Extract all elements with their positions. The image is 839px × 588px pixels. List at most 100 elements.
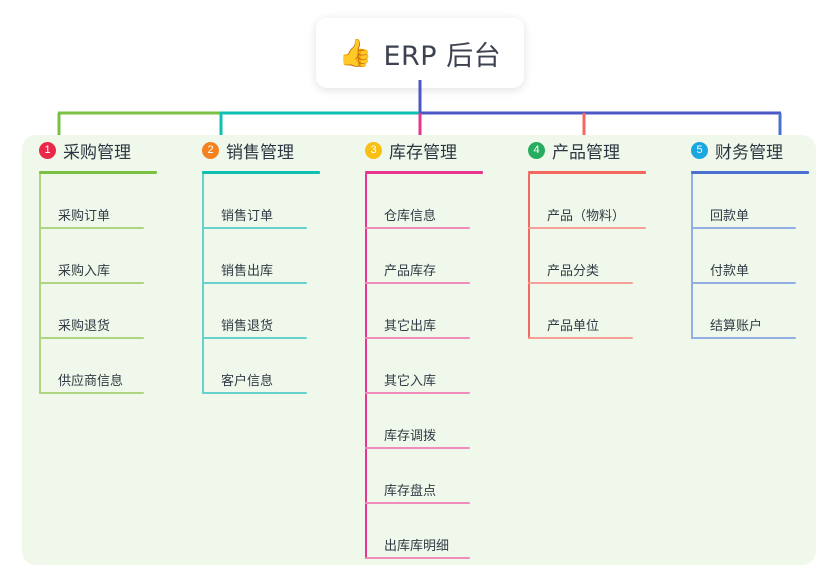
root-node[interactable]: 👍 ERP 后台 [316,18,524,88]
item-list-5: 回款单 付款单 结算账户 [691,174,837,339]
category-label-3: 库存管理 [389,142,457,163]
item-rule [528,227,646,229]
root-title: ERP 后台 [383,40,502,72]
category-label-4: 产品管理 [552,142,620,163]
item-list-3: 仓库信息 产品库存 其它出库 其它入库 库存调拨 [365,174,511,559]
category-column-3: 3 库存管理 仓库信息 产品库存 其它出库 其它入库 [348,135,511,559]
item-rule [365,337,470,339]
item-label: 采购入库 [58,264,111,279]
category-column-5: 5 财务管理 回款单 付款单 结算账户 [674,135,837,339]
item-rule [365,227,470,229]
category-rule-4 [528,171,646,174]
item-spine-2 [202,174,204,394]
list-item[interactable]: 付款单 [691,229,837,284]
item-rule [365,282,470,284]
category-rule-2 [202,171,320,174]
item-label: 产品（物料） [547,209,626,224]
list-item[interactable]: 销售订单 [202,174,348,229]
category-badge-4: 4 [528,141,545,159]
thumbs-up-icon: 👍 [338,37,373,69]
list-item[interactable]: 采购退货 [39,284,185,339]
item-spine-3 [365,174,367,559]
category-rule-1 [39,171,157,174]
list-item[interactable]: 产品库存 [365,229,511,284]
list-item[interactable]: 库存盘点 [365,449,511,504]
item-rule [365,502,470,504]
list-item[interactable]: 结算账户 [691,284,837,339]
diagram-panel [22,135,816,565]
item-label: 仓库信息 [384,209,437,224]
category-badge-3: 3 [365,141,382,159]
item-label: 销售退货 [221,319,274,334]
category-label-1: 采购管理 [63,142,131,163]
list-item[interactable]: 销售出库 [202,229,348,284]
item-rule [365,392,470,394]
list-item[interactable]: 其它出库 [365,284,511,339]
item-list-1: 采购订单 采购入库 采购退货 供应商信息 [39,174,185,394]
item-list-4: 产品（物料） 产品分类 产品单位 [528,174,674,339]
category-badge-1: 1 [39,141,56,159]
category-header-4[interactable]: 4 产品管理 [511,135,674,165]
item-rule [691,337,796,339]
item-label: 出库库明细 [384,539,450,554]
item-label: 结算账户 [710,319,763,334]
category-columns: 1 采购管理 采购订单 采购入库 采购退货 供应商信 [22,135,816,565]
item-rule [691,282,796,284]
category-label-5: 财务管理 [715,142,783,163]
item-label: 销售出库 [221,264,274,279]
item-rule [39,282,144,284]
item-label: 产品单位 [547,319,600,334]
item-rule [365,447,470,449]
category-badge-2: 2 [202,141,219,159]
category-column-1: 1 采购管理 采购订单 采购入库 采购退货 供应商信 [22,135,185,394]
category-header-1[interactable]: 1 采购管理 [22,135,185,165]
category-column-2: 2 销售管理 销售订单 销售出库 销售退货 客户信息 [185,135,348,394]
list-item[interactable]: 产品（物料） [528,174,674,229]
list-item[interactable]: 客户信息 [202,339,348,394]
category-header-5[interactable]: 5 财务管理 [674,135,837,165]
item-rule [365,557,470,559]
category-badge-5: 5 [691,141,708,159]
item-rule [202,282,307,284]
category-label-2: 销售管理 [226,142,294,163]
list-item[interactable]: 采购入库 [39,229,185,284]
item-label: 库存调拨 [384,429,437,444]
item-label: 采购订单 [58,209,111,224]
item-spine-5 [691,174,693,339]
list-item[interactable]: 销售退货 [202,284,348,339]
item-label: 产品分类 [547,264,600,279]
list-item[interactable]: 库存调拨 [365,394,511,449]
item-spine-1 [39,174,41,394]
item-rule [691,227,796,229]
category-rule-5 [691,171,809,174]
item-label: 客户信息 [221,374,274,389]
item-label: 产品库存 [384,264,437,279]
item-rule [39,392,144,394]
item-label: 其它出库 [384,319,437,334]
item-label: 采购退货 [58,319,111,334]
category-column-4: 4 产品管理 产品（物料） 产品分类 产品单位 [511,135,674,339]
item-label: 库存盘点 [384,484,437,499]
list-item[interactable]: 产品分类 [528,229,674,284]
item-rule [202,392,307,394]
list-item[interactable]: 产品单位 [528,284,674,339]
list-item[interactable]: 其它入库 [365,339,511,394]
category-header-2[interactable]: 2 销售管理 [185,135,348,165]
list-item[interactable]: 采购订单 [39,174,185,229]
item-rule [39,337,144,339]
item-rule [528,282,633,284]
list-item[interactable]: 仓库信息 [365,174,511,229]
item-spine-4 [528,174,530,339]
category-header-3[interactable]: 3 库存管理 [348,135,511,165]
list-item[interactable]: 回款单 [691,174,837,229]
list-item[interactable]: 供应商信息 [39,339,185,394]
item-label: 回款单 [710,209,750,224]
item-rule [528,337,633,339]
item-rule [39,227,144,229]
item-list-2: 销售订单 销售出库 销售退货 客户信息 [202,174,348,394]
category-rule-3 [365,171,483,174]
list-item[interactable]: 出库库明细 [365,504,511,559]
connector-lines [57,80,782,138]
item-rule [202,227,307,229]
